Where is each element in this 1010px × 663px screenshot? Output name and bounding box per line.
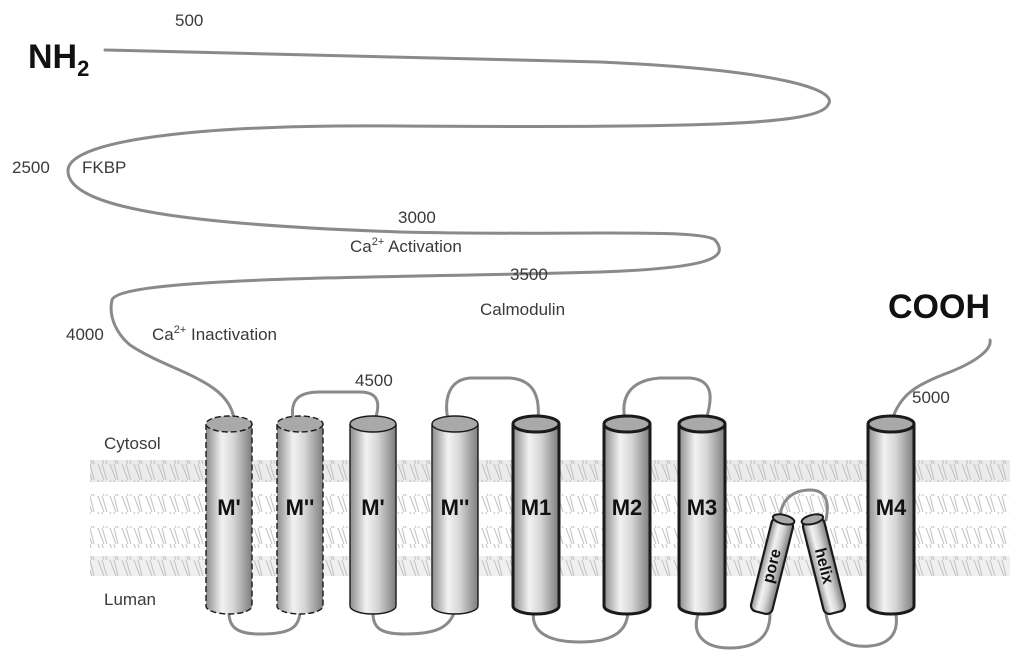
helix-label: M' [361,495,385,520]
calmodulin-site-label: Calmodulin [480,300,565,319]
helix-segment-2: M'' [277,416,323,614]
luminal-loop-b [373,610,455,634]
helix-label: M4 [876,495,907,520]
luminal-loop-e [826,610,896,646]
residue-3500: 3500 [510,265,548,284]
residue-4000: 4000 [66,325,104,344]
n-terminus-label: NH2 [28,38,89,81]
residue-500: 500 [175,11,203,30]
fkbp-site-label: FKBP [82,158,126,177]
helix-segment-1: M' [206,416,252,614]
helix-label: M'' [441,495,470,520]
luminal-loop-c [533,610,628,642]
cytosol-label: Cytosol [104,434,161,453]
helix-label: M3 [687,495,718,520]
residue-4500: 4500 [355,371,393,390]
helix-segment-5: M1 [513,416,559,614]
residue-5000: 5000 [912,388,950,407]
helix-segment-8: M4 [868,416,914,614]
ca-inactivation-site-label: Ca2+ Inactivation [152,324,277,344]
helix-cap [868,416,914,432]
helix-label: M1 [521,495,552,520]
helix-cap [350,416,396,432]
helix-segment-7: M3 [679,416,725,614]
transmembrane-helices: M' M'' M' M'' M1 M2 M3 M4 [206,416,914,614]
residue-3000: 3000 [398,208,436,227]
helix-label: M2 [612,495,643,520]
helix-cap [206,416,252,432]
residue-2500: 2500 [12,158,50,177]
helix-segment-4: M'' [432,416,478,614]
helix-cap [277,416,323,432]
helix-segment-3: M' [350,416,396,614]
c-terminus-label: COOH [888,288,990,326]
luminal-loop-d [696,610,770,648]
loop-m2-m3 [624,378,710,420]
helix-label: M' [217,495,241,520]
lumen-label: Luman [104,590,156,609]
loop-m1-m2prime [447,378,539,420]
helix-label: M'' [286,495,315,520]
helix-cap [604,416,650,432]
ca-activation-site-label: Ca2+ Activation [350,236,462,256]
helix-segment-6: M2 [604,416,650,614]
cytoplasmic-loop [68,50,829,420]
helix-cap [679,416,725,432]
c-terminal-tail [892,340,990,420]
helix-cap [432,416,478,432]
helix-cap [513,416,559,432]
